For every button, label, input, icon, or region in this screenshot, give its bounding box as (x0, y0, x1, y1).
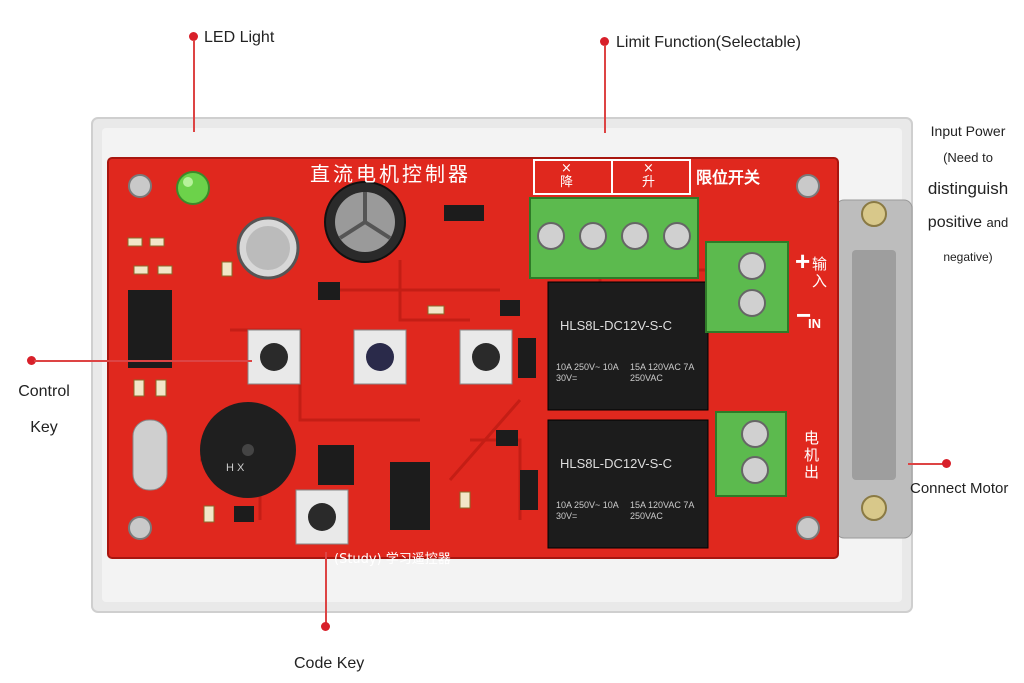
connect-motor-label: Connect Motor (910, 480, 1009, 497)
input-power-positive: positive (927, 214, 983, 231)
limit-function-label: Limit Function(Selectable) (616, 34, 801, 51)
buzzer-mark: H X (226, 462, 245, 474)
control-key-label: Control Key (14, 374, 74, 446)
control-key-line-2: Key (30, 419, 58, 436)
relay-2-rating-left: 10A 250V~ 10A 30V= (556, 500, 619, 521)
control-key-callout-dot (27, 356, 36, 365)
input-power-label: Input Power (Need to distinguish positiv… (916, 118, 1020, 274)
relay-1-model: HLS8L-DC12V-S-C (560, 318, 672, 333)
down-x-mark: × (561, 161, 572, 176)
input-power-line-3: distinguish (927, 179, 1009, 198)
input-power-line-1: Input Power (930, 123, 1006, 139)
up-text: 升 (642, 175, 656, 190)
input-plus-sign: + (795, 246, 811, 276)
connect-motor-callout-dot (942, 459, 951, 468)
relay-2-rating-right: 15A 120VAC 7A 250VAC (630, 500, 694, 521)
code-key-callout-line (325, 552, 327, 626)
input-in-text: IN (808, 316, 821, 331)
control-key-line-1: Control (18, 383, 70, 400)
input-power-line-2: (Need to (943, 150, 993, 165)
code-key-callout-dot (321, 622, 330, 631)
connect-motor-callout-line (908, 463, 946, 465)
input-power-and: and (986, 215, 1009, 230)
led-light-label: LED Light (204, 29, 275, 46)
input-minus-sign: − (796, 300, 812, 330)
input-power-line-4: positive and (916, 206, 1020, 240)
board-title: 直流电机控制器 (310, 162, 471, 186)
up-x-mark: × (643, 161, 654, 176)
led-light-callout-line (193, 40, 195, 132)
relay-2-model: HLS8L-DC12V-S-C (560, 456, 672, 471)
relay-1-rating-right: 15A 120VAC 7A 250VAC (630, 362, 694, 383)
study-label: (Study) 学习遥控器 (334, 552, 451, 567)
limit-function-callout-line (604, 45, 606, 133)
code-key-label: Code Key (294, 655, 365, 672)
down-label: × 降 (560, 162, 573, 190)
limit-switch-label: 限位开关 (696, 168, 761, 187)
input-power-line-5: negative) (943, 250, 993, 264)
down-text: 降 (560, 175, 574, 190)
up-label: × 升 (642, 162, 655, 190)
control-key-callout-line (34, 360, 252, 362)
limit-function-callout-dot (600, 37, 609, 46)
led-light-callout-dot (189, 32, 198, 41)
input-label: 输入 (812, 255, 828, 290)
relay-1-rating-left: 10A 250V~ 10A 30V= (556, 362, 619, 383)
motor-out-label: 电机出 (804, 429, 820, 481)
